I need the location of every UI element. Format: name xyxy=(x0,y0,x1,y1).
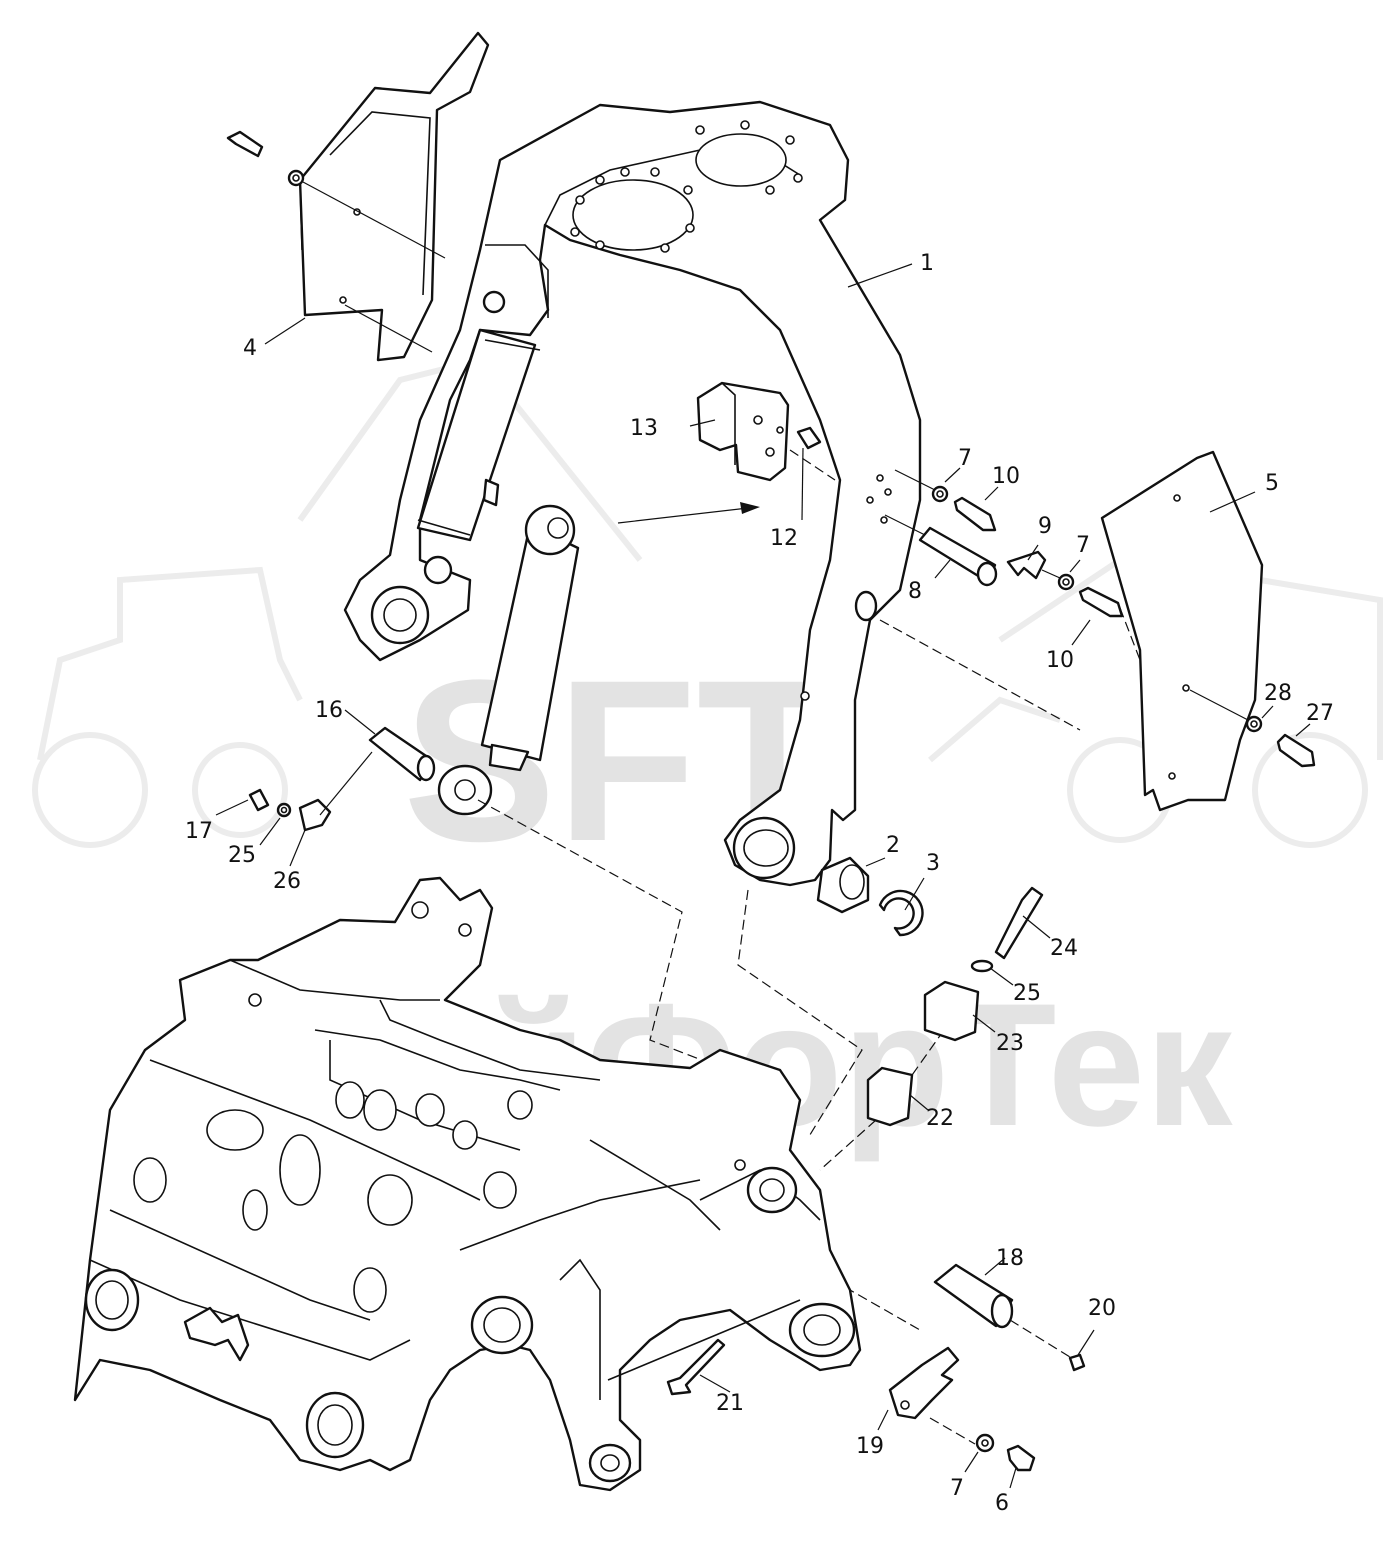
callout-24: 24 xyxy=(1050,936,1078,961)
pin-small xyxy=(796,426,822,450)
callout-20: 20 xyxy=(1088,1296,1116,1321)
callout-16: 16 xyxy=(315,698,343,723)
grease-nipple xyxy=(1068,1353,1086,1372)
lower-pivot-pin xyxy=(933,1263,1014,1329)
lock-plate xyxy=(1006,550,1047,580)
callout-10-lower: 10 xyxy=(1046,648,1074,673)
washer-top-right xyxy=(970,959,994,973)
callout-10-upper: 10 xyxy=(992,464,1020,489)
bolt-middle xyxy=(1078,586,1124,618)
callout-28: 28 xyxy=(1264,681,1292,706)
washer-upper xyxy=(931,485,949,503)
callout-6: 6 xyxy=(995,1491,1009,1516)
callout-18: 18 xyxy=(996,1246,1024,1271)
callout-25-right: 25 xyxy=(1013,981,1041,1006)
callout-5: 5 xyxy=(1265,471,1279,496)
washer-right xyxy=(1245,715,1263,733)
callout-4: 4 xyxy=(243,336,257,361)
callout-12: 12 xyxy=(770,526,798,551)
callout-7-upper: 7 xyxy=(958,446,972,471)
lock-plate-left xyxy=(298,798,332,832)
lower-hydraulic-cylinder xyxy=(437,504,580,816)
callout-25-left: 25 xyxy=(228,843,256,868)
bolt-lower xyxy=(1006,1444,1036,1472)
callout-19: 19 xyxy=(856,1434,884,1459)
long-bolt-lower xyxy=(666,1338,726,1396)
loader-chassis-frame xyxy=(73,876,862,1492)
shield-plate-right xyxy=(1100,450,1264,812)
callout-3: 3 xyxy=(926,851,940,876)
bolt-upper xyxy=(953,496,997,532)
upper-hydraulic-cylinder xyxy=(416,290,541,542)
callout-26: 26 xyxy=(273,869,301,894)
shield-plate-left xyxy=(298,31,490,362)
callout-13: 13 xyxy=(630,416,658,441)
bushing xyxy=(816,856,870,914)
callout-1: 1 xyxy=(920,251,934,276)
callout-23: 23 xyxy=(996,1031,1024,1056)
callout-7-lower: 7 xyxy=(950,1476,964,1501)
bolt-right xyxy=(1276,733,1316,768)
washer-left xyxy=(276,802,292,818)
pin-left xyxy=(368,726,436,782)
washer-lower xyxy=(975,1433,995,1453)
callout-9: 9 xyxy=(1038,514,1052,539)
callout-7-middle: 7 xyxy=(1076,533,1090,558)
pivot-pin xyxy=(918,526,998,587)
circlip xyxy=(878,889,924,937)
bolt-left-shield xyxy=(226,130,305,187)
callout-labels: 1 2 3 4 5 6 7 7 7 8 9 10 10 12 13 16 17 … xyxy=(185,251,1334,1516)
sleeve-bushing xyxy=(866,1066,914,1127)
callout-8: 8 xyxy=(908,579,922,604)
callout-21: 21 xyxy=(716,1391,744,1416)
bracket-block xyxy=(696,381,790,482)
long-bolt-top xyxy=(994,886,1044,960)
washer-middle xyxy=(1057,573,1075,591)
bolt-left xyxy=(248,788,270,812)
lower-lock-plate xyxy=(888,1346,960,1420)
callout-17: 17 xyxy=(185,819,213,844)
callout-22: 22 xyxy=(926,1106,954,1131)
direction-arrow xyxy=(617,502,760,524)
leader-lines xyxy=(215,263,1311,1489)
spacer-bushing xyxy=(923,980,980,1042)
callout-27: 27 xyxy=(1306,701,1334,726)
callout-2: 2 xyxy=(886,833,900,858)
